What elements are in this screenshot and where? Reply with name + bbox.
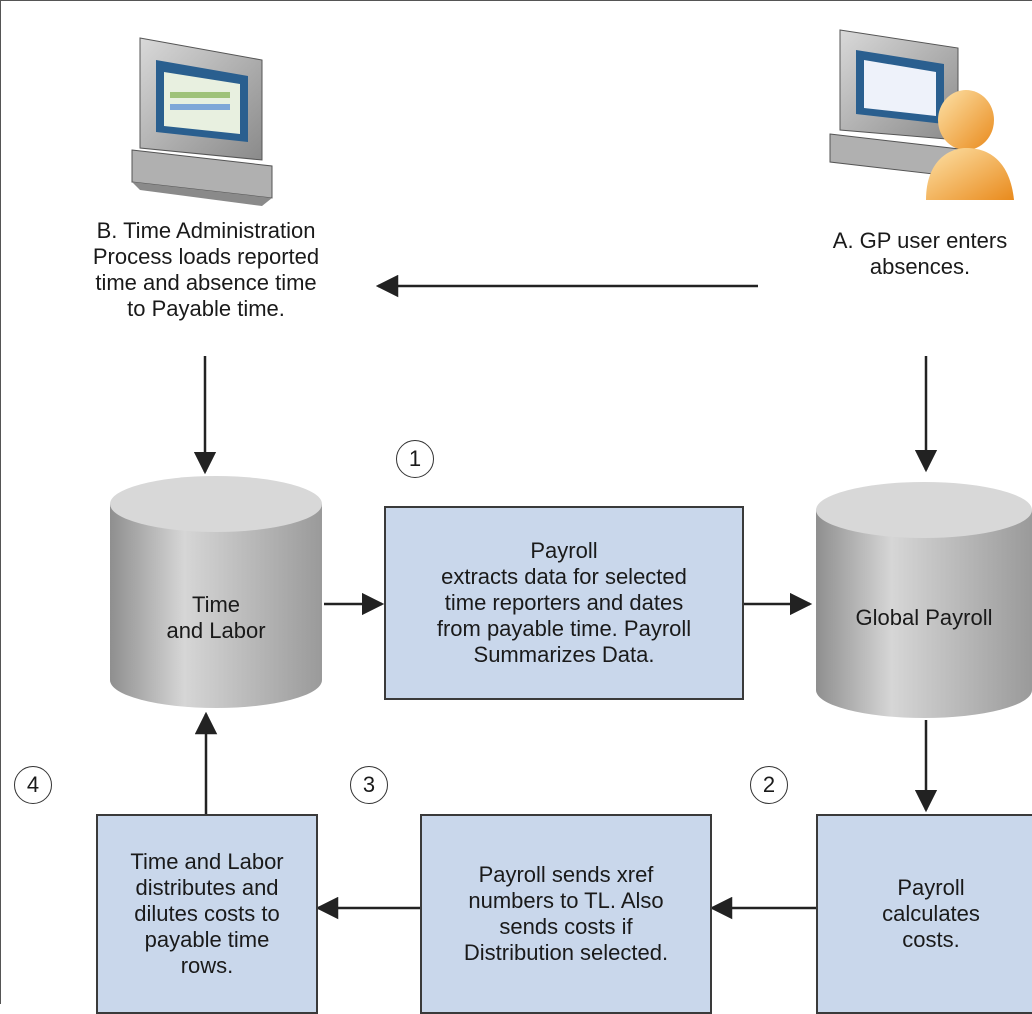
distribute-costs-box: Time and Labor distributes and dilutes c…: [96, 814, 318, 1014]
global-payroll-database: [816, 482, 1032, 718]
global-payroll-label: Global Payroll: [855, 605, 993, 630]
step-number-1: 1: [396, 440, 434, 478]
step-a-label: A. GP user enters absences.: [832, 228, 1008, 279]
distribute-costs-text: Time and Labor distributes and dilutes c…: [130, 849, 284, 978]
step-number-4: 4: [14, 766, 52, 804]
time-labor-database: [110, 476, 322, 708]
extract-data-text: Payroll extracts data for selected time …: [436, 538, 692, 667]
extract-data-box: Payroll extracts data for selected time …: [384, 506, 744, 700]
send-xref-text: Payroll sends xref numbers to TL. Also s…: [463, 862, 669, 965]
calculate-costs-box: Payroll calculates costs.: [816, 814, 1032, 1014]
computer-icon: [131, 37, 273, 206]
user-computer-icon: [829, 29, 1014, 200]
time-labor-label: Time and Labor: [166, 592, 266, 643]
calculate-costs-text: Payroll calculates costs.: [882, 875, 980, 952]
step-number-3: 3: [350, 766, 388, 804]
send-xref-box: Payroll sends xref numbers to TL. Also s…: [420, 814, 712, 1014]
step-b-label: B. Time Administration Process loads rep…: [92, 218, 320, 321]
step-number-2: 2: [750, 766, 788, 804]
